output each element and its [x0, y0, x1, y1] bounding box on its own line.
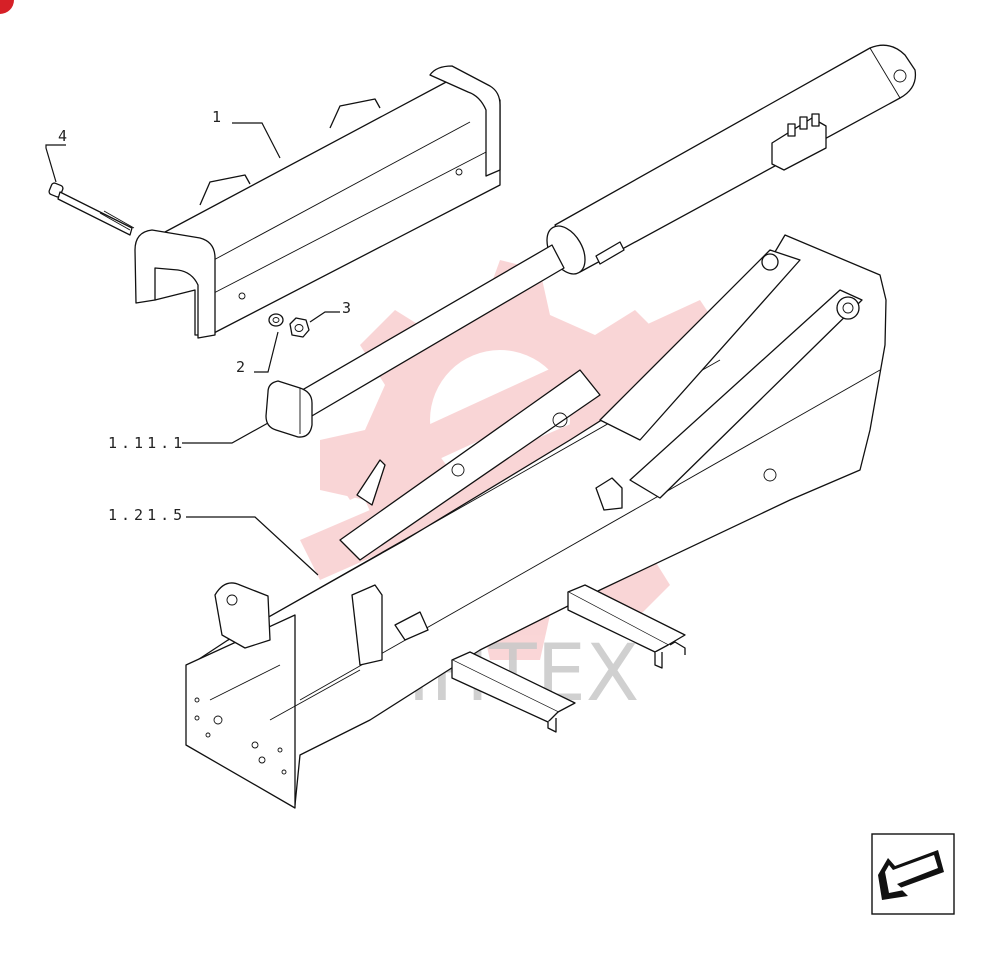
hydraulic-cylinder	[265, 44, 917, 438]
cross-bar-upper	[567, 584, 686, 669]
leader-3	[309, 311, 340, 323]
bolt-part-4	[48, 182, 135, 236]
leader-4	[45, 144, 66, 183]
arrow-down-left-icon	[878, 850, 944, 900]
callout-1: 1	[212, 108, 225, 126]
nut-part-3	[289, 317, 310, 338]
boom-frame	[185, 234, 887, 809]
callout-ref-frame: 1.21.5	[108, 506, 186, 524]
leader-1	[232, 122, 281, 159]
callout-ref-cylinder: 1.11.1	[108, 434, 186, 452]
leader-1-21-5	[186, 516, 319, 576]
callout-3: 3	[342, 299, 355, 317]
washer-part-2	[268, 313, 284, 327]
callout-4: 4	[58, 127, 71, 145]
nav-arrow-button[interactable]	[871, 833, 955, 915]
guard-part-1	[134, 65, 501, 339]
leader-2	[254, 331, 279, 373]
leader-1-11-1	[182, 422, 269, 444]
cross-bar-lower	[451, 651, 576, 733]
corner-badge	[0, 0, 14, 14]
callout-2: 2	[236, 358, 249, 376]
